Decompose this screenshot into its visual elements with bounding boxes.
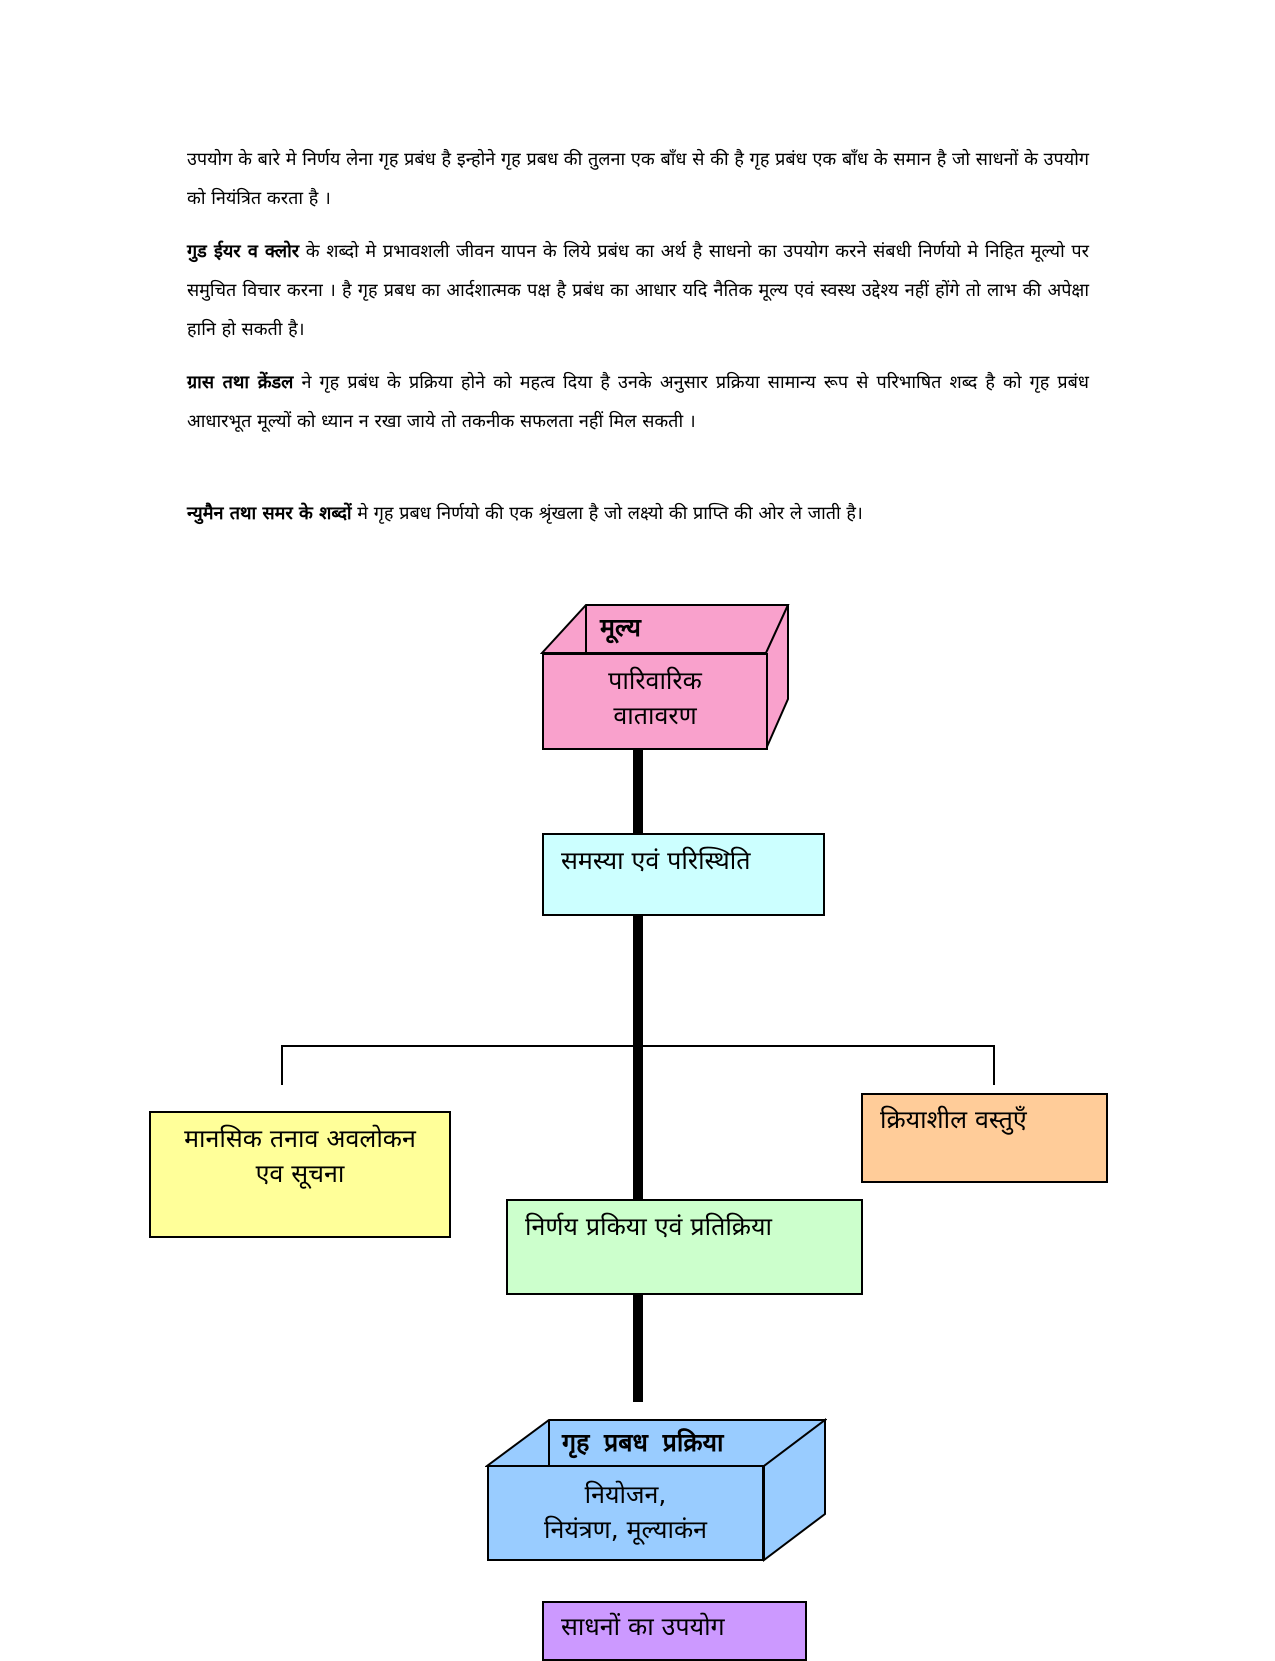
decision-box-label: निर्णय प्रकिया एवं प्रतिक्रिया [525,1212,772,1241]
values-box-top-label: मूल्य [600,613,641,642]
stress-box-line2: एव सूचना [255,1159,345,1188]
process-box: नियोजन, नियंत्रण, मूल्याकंन [487,1465,764,1561]
branch-horizontal-line [281,1045,995,1047]
paragraph-1-text: उपयोग के बारे मे निर्णय लेना गृह प्रबंध … [187,149,1089,209]
paragraph-4: न्युमैन तथा समर के शब्दों मे गृह प्रबध न… [187,494,1089,533]
paragraph-2-lead: गुड ईयर व क्लोर [187,241,300,262]
paragraph-1: उपयोग के बारे मे निर्णय लेना गृह प्रबंध … [187,140,1089,218]
paragraph-3: ग्रास तथा क्रेंडल ने गृह प्रबंध के प्रक्… [187,363,1089,441]
values-box-line2: वातावरण [613,701,697,730]
connector-values-problem [633,749,643,835]
paragraph-3-lead: ग्रास तथा क्रेंडल [187,372,294,393]
paragraph-4-text: मे गृह प्रबध निर्णयो की एक श्रृंखला है ज… [351,503,863,524]
paragraph-2: गुड ईयर व क्लोर के शब्दो मे प्रभावशली जी… [187,232,1089,349]
problem-box: समस्या एवं परिस्थिति [542,833,825,916]
stress-box: मानसिक तनाव अवलोकन एव सूचना [149,1111,451,1238]
active-things-box: क्रियाशील वस्तुएँ [861,1093,1108,1183]
stress-box-line1: मानसिक तनाव अवलोकन [184,1124,416,1153]
branch-right-drop [993,1045,995,1085]
paragraph-2-text: के शब्दो मे प्रभावशली जीवन यापन के लिये … [187,241,1090,340]
paragraph-4-lead: न्युमैन तथा समर के शब्दों [187,503,352,524]
values-box-line1: पारिवारिक [608,666,702,695]
process-box-top-label: गृह प्रबध प्रक्रिया [562,1428,724,1457]
connector-decision-process [633,1294,643,1402]
paragraph-3-text: ने गृह प्रबंध के प्रक्रिया होने को महत्व… [187,372,1089,432]
process-box-3d-frame [485,1418,827,1562]
decision-box: निर्णय प्रकिया एवं प्रतिक्रिया [506,1199,863,1295]
process-box-side-face [763,1418,826,1562]
branch-left-drop [281,1045,283,1085]
process-box-line2: नियंत्रण, मूल्याकंन [543,1515,708,1544]
values-box-top-face [540,604,790,654]
values-box: पारिवारिक वातावरण [542,653,768,750]
resources-box: साधनों का उपयोग [542,1601,807,1661]
process-box-line1: नियोजन, [584,1480,667,1509]
resources-box-label: साधनों का उपयोग [561,1612,725,1641]
connector-problem-decision [633,915,643,1200]
active-things-box-label: क्रियाशील वस्तुएँ [880,1105,1027,1134]
problem-box-label: समस्या एवं परिस्थिति [561,846,751,875]
